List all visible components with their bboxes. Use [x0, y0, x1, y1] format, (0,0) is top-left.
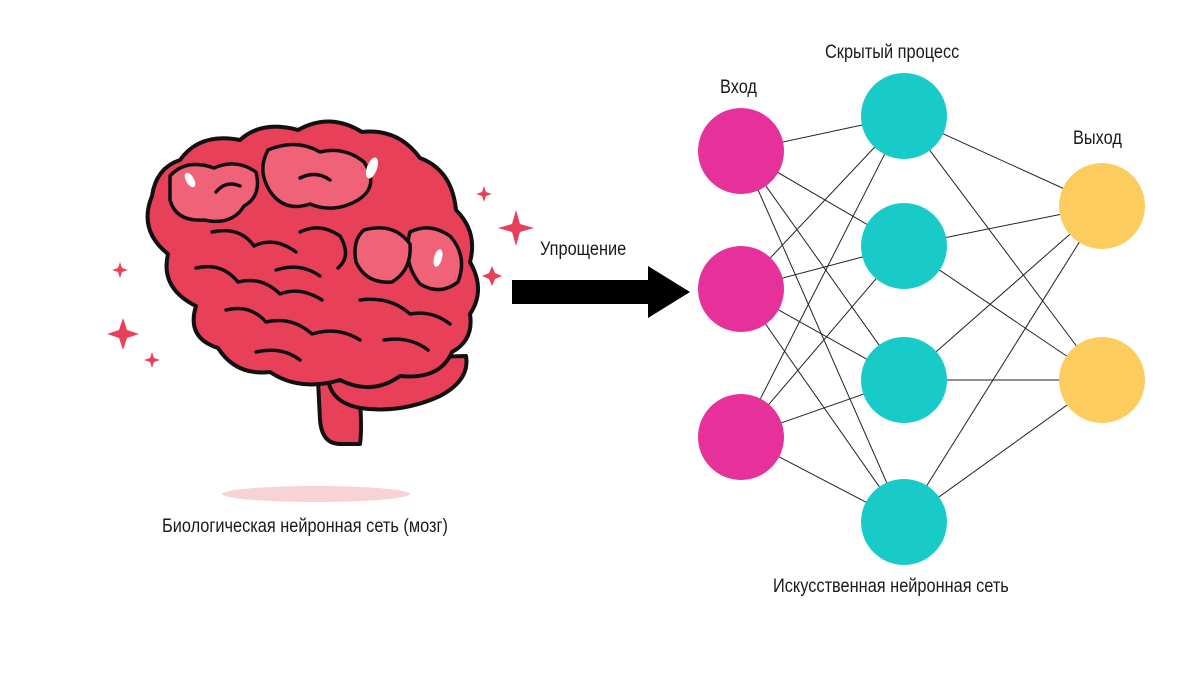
- sparkle-icon: [498, 210, 534, 246]
- network-connections: [740, 115, 1103, 523]
- sparkle-icon: [112, 262, 128, 278]
- brain-icon: [145, 119, 480, 446]
- network-nodes: [698, 73, 1145, 565]
- output-node: [1059, 163, 1145, 249]
- layer-label-output: Выход: [1073, 128, 1122, 149]
- sparkle-icons: [107, 186, 534, 368]
- network-caption: Искусственная нейронная сеть: [773, 576, 1009, 597]
- connection-line: [903, 205, 1103, 523]
- connection-line: [903, 205, 1103, 381]
- input-node: [698, 246, 784, 332]
- hidden-node: [861, 73, 947, 159]
- hidden-node: [861, 337, 947, 423]
- layer-label-input: Вход: [720, 77, 757, 98]
- hidden-node: [861, 479, 947, 565]
- input-node: [698, 394, 784, 480]
- brain-shadow: [222, 486, 410, 502]
- layer-label-hidden: Скрытый процесс: [825, 42, 960, 63]
- sparkle-icon: [476, 186, 492, 202]
- input-node: [698, 108, 784, 194]
- hidden-node: [861, 203, 947, 289]
- sparkle-icon: [144, 352, 160, 368]
- brain-caption: Биологическая нейронная сеть (мозг): [162, 516, 448, 537]
- connection-line: [903, 115, 1103, 381]
- output-node: [1059, 337, 1145, 423]
- arrow-right-icon: [512, 266, 690, 318]
- arrow-label: Упрощение: [540, 239, 627, 260]
- connection-line: [740, 150, 905, 381]
- connection-line: [740, 115, 905, 438]
- connection-line: [740, 150, 905, 523]
- sparkle-icon: [482, 266, 502, 286]
- connection-line: [740, 288, 905, 523]
- sparkle-icon: [107, 318, 139, 350]
